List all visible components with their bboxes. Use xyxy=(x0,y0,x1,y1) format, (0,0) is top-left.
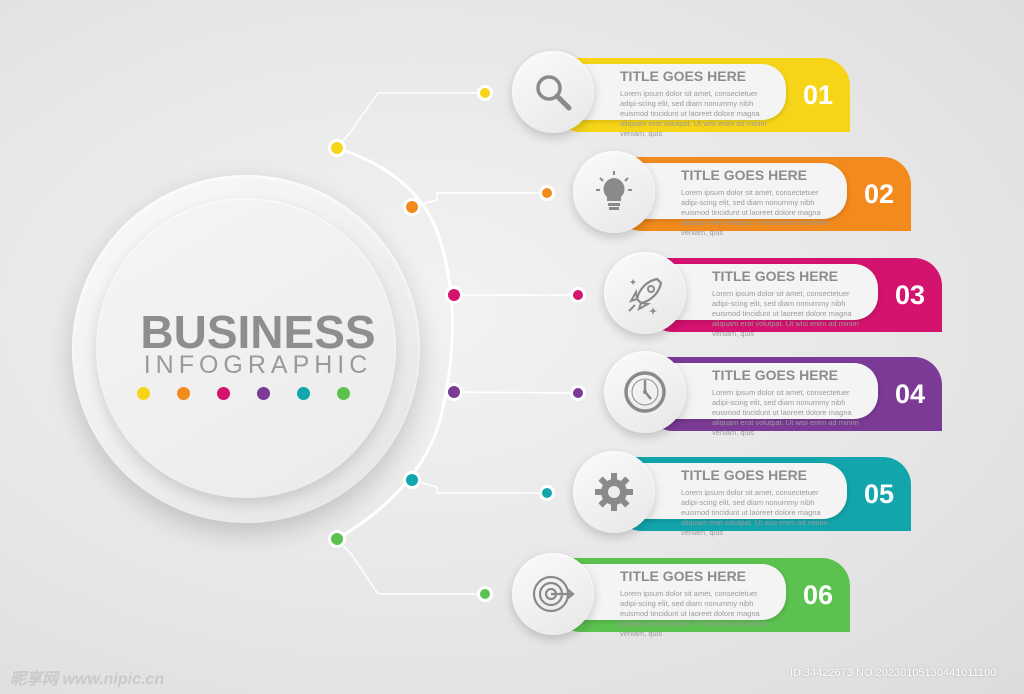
connector-line-01 xyxy=(336,92,485,149)
main-title: BUSINESS xyxy=(140,306,376,358)
step-number: 01 xyxy=(802,79,834,110)
line-end-dot-05 xyxy=(542,488,552,498)
step-icon-circle-02 xyxy=(573,151,655,233)
step-number: 03 xyxy=(894,279,926,310)
step-number: 05 xyxy=(863,478,895,509)
step-icon-circle-01 xyxy=(512,51,594,133)
arc-node-01 xyxy=(331,142,343,154)
step-title: TITLE GOES HERE xyxy=(681,167,808,183)
target-icon xyxy=(532,575,575,613)
magnifier-icon xyxy=(536,75,572,111)
line-end-dot-01 xyxy=(480,88,490,98)
step-title: TITLE GOES HERE xyxy=(620,568,747,584)
step-number: 06 xyxy=(802,579,834,610)
arc-node-06 xyxy=(331,533,343,545)
step-card-05: TITLE GOES HERE Lorem ipsum dolor sit ame… xyxy=(614,457,911,537)
step-description: Lorem ipsum dolor sit amet, consectetuer… xyxy=(712,289,859,338)
step-icon-circle-06 xyxy=(512,553,594,635)
step-icon-circle-03 xyxy=(604,252,686,334)
step-title: TITLE GOES HERE xyxy=(620,68,747,84)
color-dot-4 xyxy=(257,387,270,400)
step-card-04: TITLE GOES HERE Lorem ipsum dolor sit ame… xyxy=(645,357,942,437)
step-card-01: TITLE GOES HERE Lorem ipsum dolor sit ame… xyxy=(553,58,850,138)
line-end-dot-06 xyxy=(480,589,490,599)
connector-line-06 xyxy=(336,538,485,595)
step-icon-circle-05 xyxy=(573,451,655,533)
main-circle xyxy=(96,198,396,498)
step-number: 02 xyxy=(863,178,895,209)
step-icon-circle-04 xyxy=(604,351,686,433)
main-subtitle: INFOGRAPHIC xyxy=(143,351,373,379)
arc-node-04 xyxy=(448,386,460,398)
arc-node-05 xyxy=(406,474,418,486)
lightbulb-icon xyxy=(596,171,632,210)
clock-icon xyxy=(624,371,666,413)
step-card-02: TITLE GOES HERE Lorem ipsum dolor sit ame… xyxy=(614,157,911,237)
step-description: Lorem ipsum dolor sit amet, consectetuer… xyxy=(620,89,767,138)
connector-line-02 xyxy=(411,192,547,208)
arc-node-03 xyxy=(448,289,460,301)
watermark-site: 昵享网 www.nipic.cn xyxy=(10,671,165,688)
step-title: TITLE GOES HERE xyxy=(712,367,839,383)
color-dot-3 xyxy=(217,387,230,400)
line-end-dot-03 xyxy=(573,290,583,300)
step-description: Lorem ipsum dolor sit amet, consectetuer… xyxy=(620,589,767,638)
step-title: TITLE GOES HERE xyxy=(681,467,808,483)
arc-node-02 xyxy=(406,201,418,213)
step-title: TITLE GOES HERE xyxy=(712,268,839,284)
gear-icon xyxy=(595,473,633,511)
step-card-03: TITLE GOES HERE Lorem ipsum dolor sit ame… xyxy=(645,258,942,338)
step-card-06: TITLE GOES HERE Lorem ipsum dolor sit ame… xyxy=(553,558,850,638)
step-number: 04 xyxy=(894,378,926,409)
step-description: Lorem ipsum dolor sit amet, consectetuer… xyxy=(681,488,828,537)
color-dot-5 xyxy=(297,387,310,400)
line-end-dot-04 xyxy=(573,388,583,398)
watermark-id: ID:34422673 NO:20230105130441011100 xyxy=(790,667,997,679)
step-description: Lorem ipsum dolor sit amet, consectetuer… xyxy=(712,388,859,437)
color-dot-6 xyxy=(337,387,350,400)
color-dots xyxy=(137,387,350,400)
color-dot-2 xyxy=(177,387,190,400)
step-description: Lorem ipsum dolor sit amet, consectetuer… xyxy=(681,188,828,237)
connector-line-05 xyxy=(411,479,547,494)
color-dot-1 xyxy=(137,387,150,400)
connector-line-04 xyxy=(453,391,579,394)
rocket-icon xyxy=(628,277,663,315)
line-end-dot-02 xyxy=(542,188,552,198)
